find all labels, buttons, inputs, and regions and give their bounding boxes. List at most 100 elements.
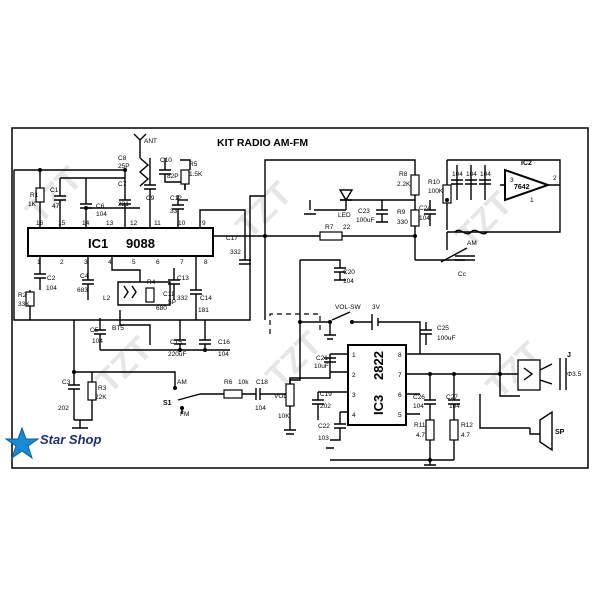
audio-input-labels: C3 202 R3 22K S1 AM FM R6 10k C18 104 VO…: [58, 379, 290, 420]
ic1-pin-15: 15: [58, 220, 66, 227]
output-network: [517, 358, 567, 452]
ic2-pin3: 3: [510, 177, 514, 184]
ic1-pin-5: 5: [132, 259, 136, 266]
c18-label: C18: [256, 379, 268, 386]
cc-label: Cc: [458, 271, 467, 278]
r5-label: R5: [189, 161, 198, 168]
ic3-name: IC3: [371, 395, 386, 415]
c14-value: 181: [198, 307, 209, 314]
ic2-labels: 104 104 104 IC2 7642 3 2 1 AM Cc: [452, 160, 557, 278]
c24-label: C24: [419, 205, 431, 212]
c26-label: C26: [413, 394, 425, 401]
ic3-pin-3: 3: [352, 392, 356, 399]
c4-label: C4: [80, 273, 89, 280]
c23-value: 100uF: [356, 217, 374, 224]
vol-sw-label: VOL-SW: [335, 304, 362, 311]
c12-value: 33: [170, 208, 178, 215]
ic3-pin-6: 6: [398, 392, 402, 399]
star-shop-logo: Star Shop: [4, 426, 101, 460]
r7-label: R7: [325, 224, 334, 231]
logo-text: Star Shop: [40, 432, 101, 447]
jack-value: Φ3.5: [567, 371, 582, 378]
ic3-pin-1: 1: [352, 352, 356, 359]
outer-border: [11, 127, 589, 469]
am-coil-label: AM: [467, 240, 477, 247]
r12-value: 4.7: [461, 432, 470, 439]
ic1-chip: IC1 9088: [27, 227, 214, 257]
c22-label: C22: [318, 423, 330, 430]
c19-value: 202: [320, 403, 331, 410]
ic1-pin-9: 9: [202, 220, 206, 227]
c5-value: 104: [92, 338, 103, 345]
r9-value: 330: [397, 219, 408, 226]
ic1-pins-bottom: 1 2 3 4 5 6 7 8: [37, 259, 208, 266]
ic1-pin-6: 6: [156, 259, 160, 266]
ic1-pin-10: 10: [178, 220, 186, 227]
c21-value: 10uF: [314, 363, 329, 370]
r6-value: 10k: [238, 379, 249, 386]
c15-value: 220uF: [168, 351, 186, 358]
r3-label: R3: [98, 385, 107, 392]
ic1-pin-2: 2: [60, 259, 64, 266]
led-network-labels: R8 2.2K LED C23 100uF R9 330 C24 104 R7 …: [325, 171, 444, 231]
c7-label: C7: [118, 181, 127, 188]
vol-value: 10K: [278, 413, 290, 420]
watermarks: TZT TZT TZT TZT TZT TZT: [19, 160, 550, 406]
c23-label: C23: [358, 208, 370, 215]
c13-label: C13: [177, 275, 189, 282]
c17-value: 332: [230, 249, 241, 256]
star-icon: [4, 426, 40, 460]
c2-value: 104: [46, 285, 57, 292]
c26-value: 104: [413, 403, 424, 410]
ic1-pin-7: 7: [180, 259, 184, 266]
c21-label: C21: [316, 355, 328, 362]
c15-label: C15: [170, 339, 182, 346]
c4-value: 683: [77, 287, 88, 294]
speaker-label: SP: [555, 429, 565, 436]
c6-label: C6: [96, 203, 105, 210]
c10-label: C10: [160, 157, 172, 164]
ic2-pin1: 1: [530, 197, 534, 204]
c22-value: 103: [318, 435, 329, 442]
top-left-network: [13, 133, 266, 321]
ic3-pin-5: 5: [398, 412, 402, 419]
ic1-pins-top: 16 15 14 13 12 11 10 9: [36, 220, 206, 227]
c27-label: C27: [446, 394, 458, 401]
ic1-pin-13: 13: [106, 220, 114, 227]
c20-label: C20: [343, 269, 355, 276]
c6-value: 104: [96, 211, 107, 218]
ic2-network: [415, 159, 561, 263]
ic3-pin-4: 4: [352, 412, 356, 419]
ic3-pin-8: 8: [398, 352, 402, 359]
ic3-pin-7: 7: [398, 372, 402, 379]
c24-value: 104: [419, 215, 430, 222]
r10-value: 100K: [428, 188, 444, 195]
c3-label: C3: [62, 379, 71, 386]
ic2-part: 7642: [514, 184, 530, 191]
c10-value: 82P: [167, 173, 179, 180]
ic1-part: 9088: [126, 236, 155, 251]
c27-value: 104: [449, 403, 460, 410]
r12-label: R12: [461, 422, 473, 429]
c1-label: C1: [50, 187, 59, 194]
r11-value: 4.7: [416, 432, 425, 439]
c25-label: C25: [437, 325, 449, 332]
am-label: AM: [177, 379, 187, 386]
power-network: [289, 259, 432, 384]
r4-label: R4: [147, 279, 156, 286]
c19-label: C19: [320, 391, 332, 398]
ic1-name: IC1: [88, 236, 108, 251]
ic2-pin2: 2: [553, 175, 557, 182]
c8-value: 25P: [118, 163, 130, 170]
ic1-pin-11: 11: [154, 220, 161, 227]
jack-label: J: [567, 352, 571, 359]
schematic-title: KIT RADIO AM-FM: [217, 137, 308, 149]
c14-label: C14: [200, 295, 212, 302]
led-label: LED: [338, 212, 351, 219]
ic1-bottom-network: [25, 256, 230, 351]
c18-value: 104: [255, 405, 266, 412]
c1-value: 47: [52, 203, 60, 210]
ic1-pin-4: 4: [108, 259, 112, 266]
s1-label: S1: [163, 400, 172, 407]
